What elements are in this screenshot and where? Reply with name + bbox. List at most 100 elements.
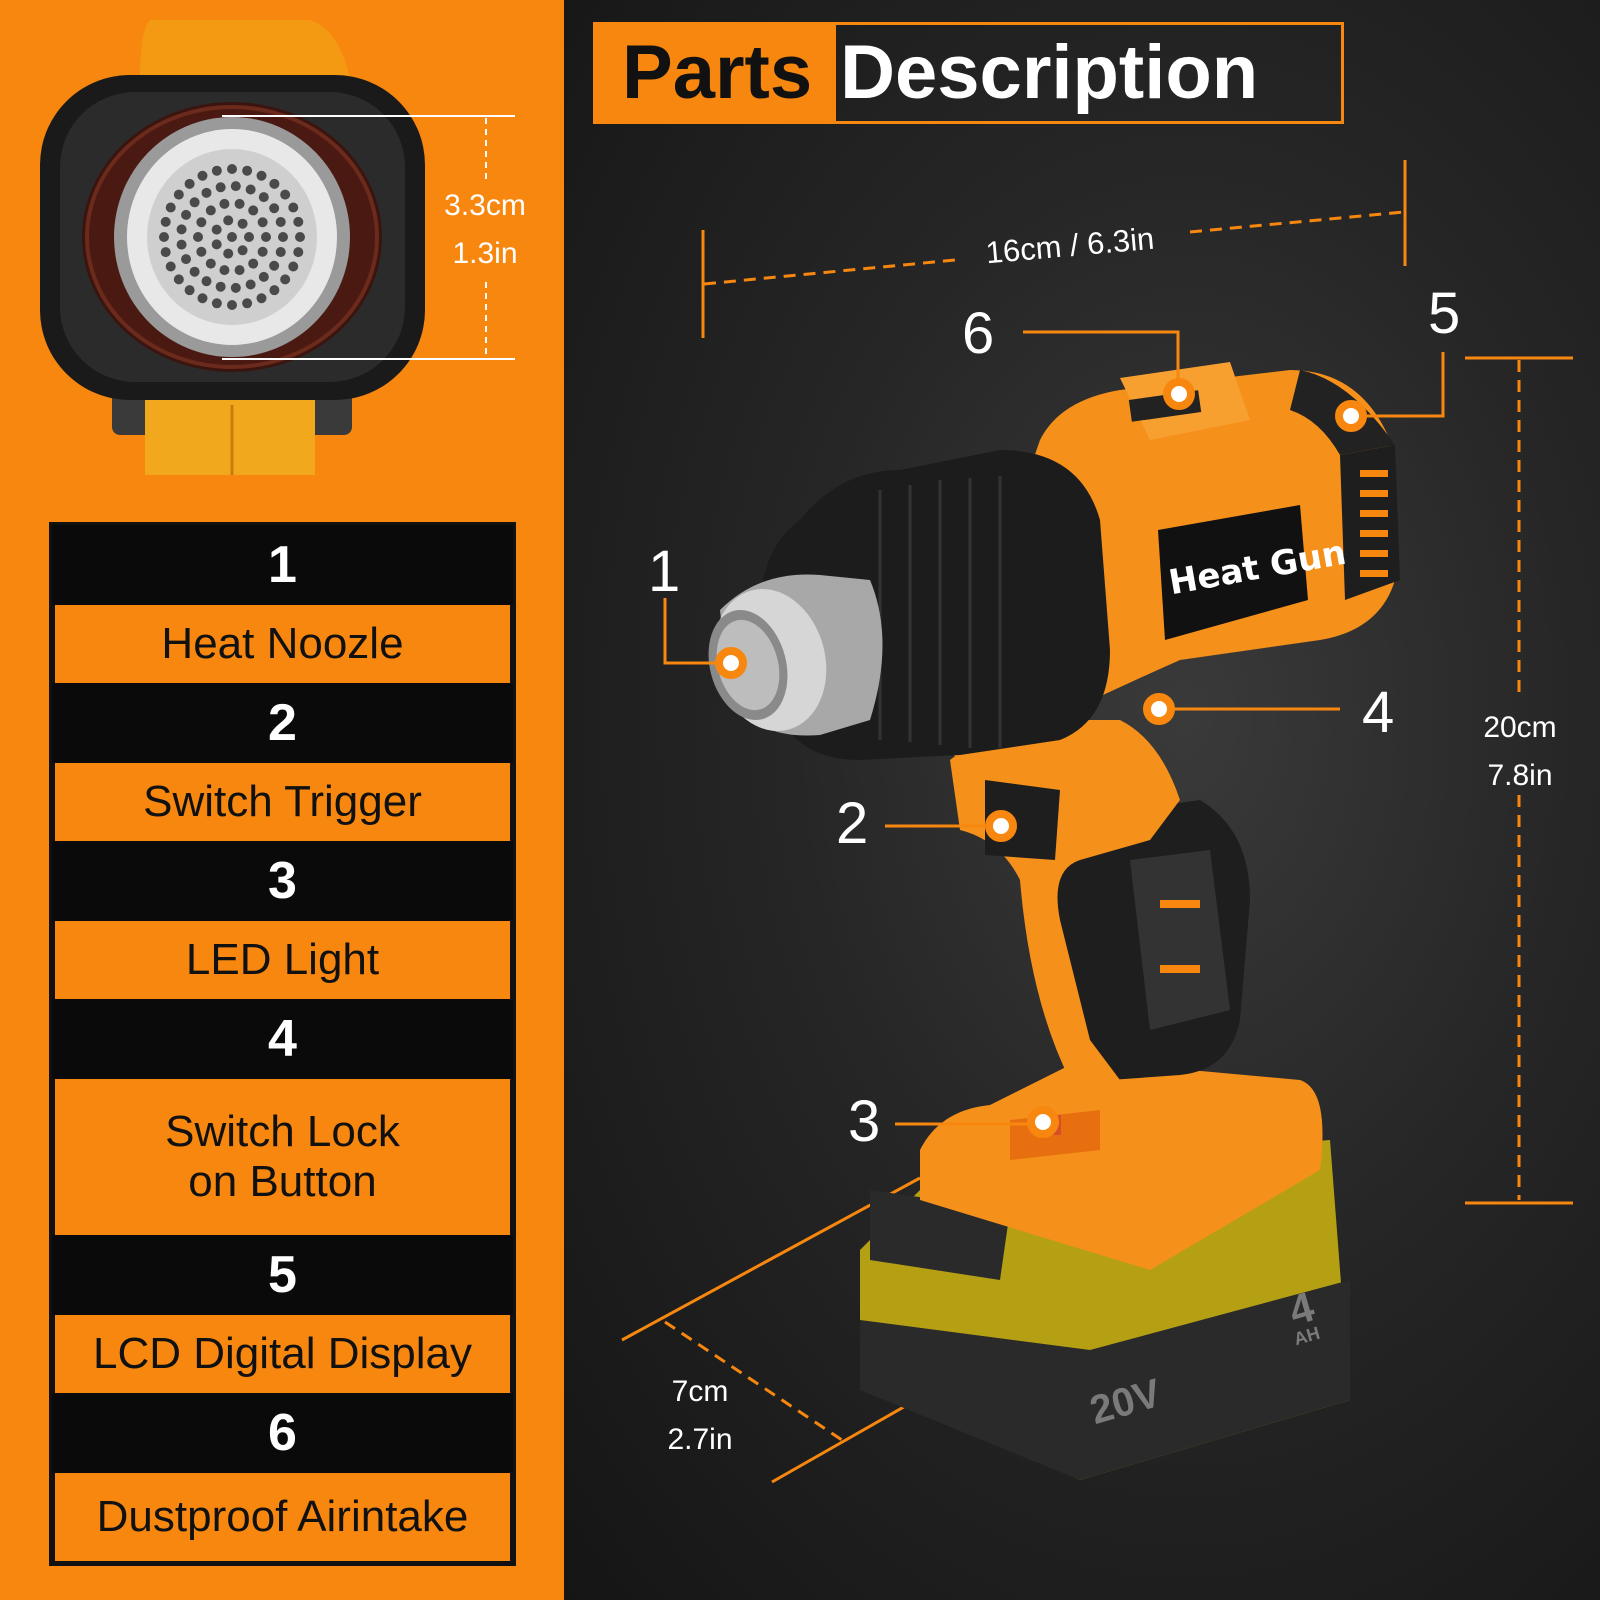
width-dimension-label: 7cm 2.7in <box>645 1368 755 1464</box>
nozzle-hole <box>275 216 286 227</box>
nozzle-hole <box>295 232 305 242</box>
nozzle-hole <box>242 165 253 176</box>
nozzle-hole <box>256 170 267 181</box>
nozzle-hole <box>184 178 195 189</box>
nozzle-hole <box>245 184 256 195</box>
nozzle-dimension-label: 3.3cm 1.3in <box>430 182 540 278</box>
part-label-4: Switch Lock on Button <box>55 1079 510 1235</box>
part-label-3: LED Light <box>55 921 510 999</box>
nozzle-hole <box>230 181 241 192</box>
part-number-2: 2 <box>52 683 513 763</box>
title-part-word: Parts <box>596 25 837 121</box>
title-description-word: Description <box>840 30 1259 115</box>
part-label-5: LCD Digital Display <box>55 1315 510 1393</box>
page-title: Parts Description <box>593 22 1344 124</box>
nozzle-hole <box>215 281 226 292</box>
callout-number-1: 1 <box>648 539 681 604</box>
nozzle-hole <box>234 198 245 209</box>
nozzle-hole <box>257 246 268 257</box>
nozzle-hole <box>269 285 280 296</box>
nozzle-hole <box>165 261 176 272</box>
nozzle-hole <box>261 232 271 242</box>
nozzle-hole <box>223 248 234 259</box>
height-dimension-line <box>1465 356 1573 1205</box>
nozzle-hole <box>230 282 241 293</box>
nozzle-hole <box>223 215 234 226</box>
nozzle-hole <box>278 232 288 242</box>
nozzle-hole <box>197 170 208 181</box>
part-label-2: Switch Trigger <box>55 763 510 841</box>
nozzle-hole <box>237 218 248 229</box>
length-dimension-line <box>701 160 1407 338</box>
callout-number-2: 2 <box>836 791 869 856</box>
nozzle-hole <box>160 247 171 258</box>
nozzle-hole <box>176 224 187 235</box>
part-label-6: Dustproof Airintake <box>55 1473 510 1561</box>
nozzle-hole <box>160 216 171 227</box>
nozzle-hole <box>176 239 187 250</box>
part-label-1: Heat Noozle <box>55 605 510 683</box>
callout-lines <box>663 330 1445 1126</box>
nozzle-hole <box>280 189 291 200</box>
callout-dots <box>715 378 1367 1138</box>
width-cm: 7cm <box>671 1375 729 1408</box>
part-number-4: 4 <box>52 999 513 1079</box>
nozzle-hole <box>293 216 304 227</box>
part-number-6: 6 <box>52 1393 513 1473</box>
nozzle-hole <box>215 182 226 193</box>
nozzle-hole <box>193 232 203 242</box>
nozzle-hole <box>201 187 212 198</box>
nozzle-hole <box>293 247 304 258</box>
nozzle-hole <box>248 258 259 269</box>
nozzle-hole <box>173 189 184 200</box>
nozzle-hole <box>205 205 216 216</box>
nozzle-hole <box>219 265 230 276</box>
callout-number-3: 3 <box>848 1089 881 1154</box>
nozzle-hole <box>257 217 268 228</box>
nozzle-hole <box>242 298 253 309</box>
nozzle-hole <box>189 266 200 277</box>
nozzle-hole <box>269 203 280 214</box>
nozzle-hole <box>227 232 237 242</box>
parts-table: 1 Heat Noozle 2 Switch Trigger 3 LED Lig… <box>49 522 516 1566</box>
nozzle-hole <box>189 197 200 208</box>
nozzle-hole <box>211 224 222 235</box>
nozzle-hole <box>258 271 269 282</box>
nozzle-hole <box>245 279 256 290</box>
nozzle-hole <box>211 165 222 176</box>
nozzle-hole <box>184 285 195 296</box>
nozzle-hole <box>173 274 184 285</box>
nozzle-in: 1.3in <box>452 237 518 270</box>
callout-number-6: 6 <box>962 301 995 366</box>
nozzle-hole <box>219 198 230 209</box>
nozzle-hole <box>181 254 192 265</box>
nozzle-hole <box>234 265 245 276</box>
nozzle-hole <box>269 260 280 271</box>
nozzle-dimension-marker <box>222 115 515 360</box>
nozzle-hole <box>275 247 286 258</box>
nozzle-hole <box>288 202 299 213</box>
callout-number-5: 5 <box>1428 281 1461 346</box>
height-dimension-label: 20cm 7.8in <box>1465 704 1575 800</box>
nozzle-hole <box>248 205 259 216</box>
part-number-3: 3 <box>52 841 513 921</box>
part-number-5: 5 <box>52 1235 513 1315</box>
nozzle-hole <box>256 293 267 304</box>
nozzle-hole <box>165 202 176 213</box>
callout-number-4: 4 <box>1362 680 1395 745</box>
nozzle-front-view <box>40 20 425 475</box>
nozzle-hole <box>197 293 208 304</box>
width-in: 2.7in <box>667 1423 733 1456</box>
nozzle-hole <box>269 178 280 189</box>
nozzle-hole <box>227 300 237 310</box>
nozzle-hole <box>211 298 222 309</box>
nozzle-hole <box>181 209 192 220</box>
nozzle-hole <box>227 164 237 174</box>
nozzle-hole <box>159 232 169 242</box>
height-in: 7.8in <box>1487 759 1553 792</box>
nozzle-hole <box>258 192 269 203</box>
nozzle-hole <box>196 246 207 257</box>
nozzle-hole <box>205 258 216 269</box>
nozzle-hole <box>211 239 222 250</box>
